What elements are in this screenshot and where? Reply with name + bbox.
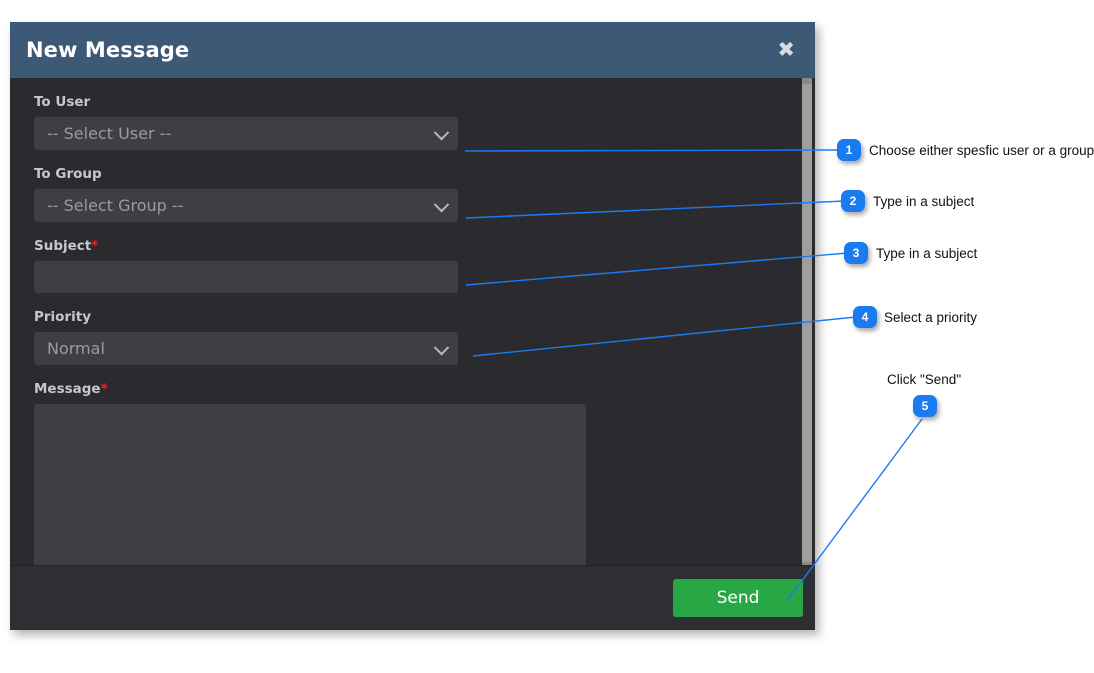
new-message-modal: New Message ✖ To User -- Select User -- … [10,22,815,630]
callout-text-1: Choose either spesfic user or a group [869,143,1094,158]
callout-badge-2[interactable]: 2 [841,190,865,212]
callout-badge-1[interactable]: 1 [837,139,861,161]
chevron-down-icon [433,196,450,212]
label-message: Message* [34,381,815,397]
callout-text-3: Type in a subject [876,246,978,261]
message-textarea[interactable] [34,404,586,565]
select-to-group[interactable]: -- Select Group -- [34,189,458,222]
field-group-to-user: To User -- Select User -- [34,94,815,150]
callout-badge-5[interactable]: 5 [913,395,937,417]
modal-body: To User -- Select User -- To Group -- Se… [10,78,815,565]
callout-text-5: Click "Send" [887,372,962,387]
close-icon[interactable]: ✖ [777,37,795,62]
callout-text-4: Select a priority [884,310,978,325]
label-to-user: To User [34,94,91,110]
modal-footer: Send [10,565,815,630]
scrollbar-thumb[interactable] [802,84,812,562]
required-marker: * [100,381,108,397]
field-group-message: Message* [34,381,815,565]
select-to-group-value: -- Select Group -- [47,196,184,215]
select-to-user[interactable]: -- Select User -- [34,117,458,150]
callout-text-2: Type in a subject [873,194,975,209]
field-group-priority: Priority Normal [34,309,815,365]
subject-input[interactable] [34,261,458,293]
select-priority[interactable]: Normal [34,332,458,365]
callout-badge-3[interactable]: 3 [844,242,868,264]
chevron-down-icon [433,124,450,140]
label-message-text: Message [34,381,101,397]
label-priority: Priority [34,309,91,325]
chevron-down-icon [433,339,450,355]
send-button[interactable]: Send [673,579,803,617]
label-subject: Subject* [34,238,815,254]
select-to-user-value: -- Select User -- [47,124,172,143]
callout-badge-4[interactable]: 4 [853,306,877,328]
select-priority-value: Normal [47,339,105,358]
modal-header: New Message ✖ [10,22,815,78]
label-subject-text: Subject [34,238,92,254]
vertical-scrollbar[interactable] [802,78,812,565]
field-group-subject: Subject* [34,238,815,293]
label-to-group: To Group [34,166,102,182]
page-title: New Message [26,38,190,62]
required-marker: * [91,238,99,254]
field-group-to-group: To Group -- Select Group -- [34,166,815,222]
